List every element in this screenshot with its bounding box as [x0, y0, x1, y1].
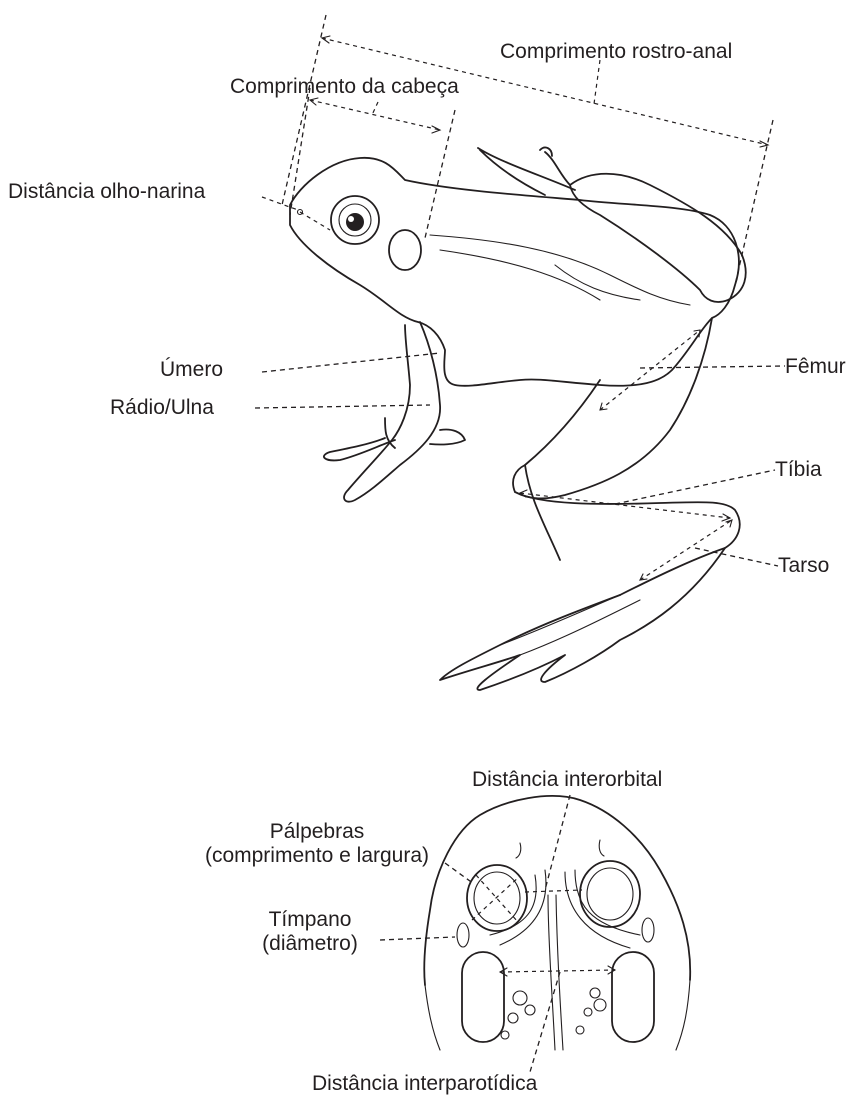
label-eyelids: Pálpebras (comprimento e largura) [172, 820, 462, 868]
label-interparotid-distance: Distância interparotídica [312, 1072, 537, 1096]
label-tympanum-line1: Tímpano [240, 908, 380, 932]
label-tympanum: Tímpano (diâmetro) [240, 908, 380, 956]
left-eyelid [467, 865, 527, 931]
label-head-length: Comprimento da cabeça [230, 75, 459, 99]
parotid-left [462, 952, 504, 1042]
tympanum-left [457, 923, 469, 947]
label-snout-vent-length: Comprimento rostro-anal [500, 40, 732, 64]
label-femur: Fêmur [785, 355, 846, 379]
hind-foot [440, 548, 725, 690]
tympanum-right [642, 918, 654, 942]
label-eyelids-line2: (comprimento e largura) [172, 844, 462, 868]
label-tarsus: Tarso [778, 554, 829, 578]
frog-body-outline [290, 158, 739, 386]
front-arm [344, 322, 440, 502]
frog-top-view [424, 796, 690, 1050]
frog-side-view [290, 148, 746, 690]
label-eye-nostril-distance: Distância olho-narina [8, 180, 205, 204]
label-tympanum-line2: (diâmetro) [240, 932, 380, 956]
tympanum [389, 230, 421, 270]
right-eyelid [580, 861, 640, 927]
label-humerus: Úmero [160, 358, 223, 382]
label-eyelids-line1: Pálpebras [172, 820, 462, 844]
label-tibia: Tíbia [775, 458, 822, 482]
hind-leg [513, 318, 712, 498]
parotid-right [612, 952, 654, 1042]
label-radius-ulna: Rádio/Ulna [110, 396, 214, 420]
label-interorbital-distance: Distância interorbital [472, 768, 662, 792]
